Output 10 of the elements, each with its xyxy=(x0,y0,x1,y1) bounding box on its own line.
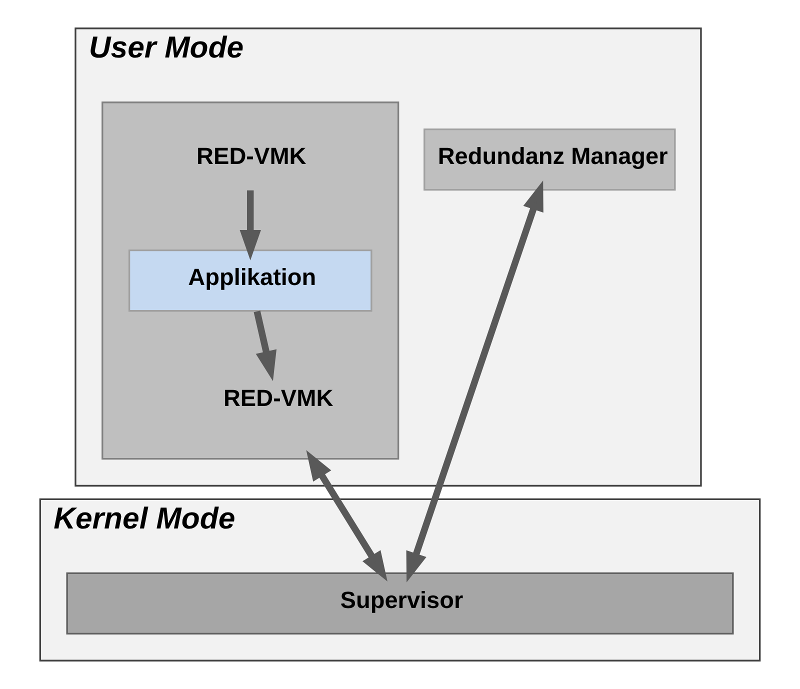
node-text: RED-VMK xyxy=(196,143,306,170)
cluster xyxy=(102,102,400,460)
node-text: RED-VMK xyxy=(223,385,334,412)
arrow xyxy=(254,310,277,382)
node-box: Supervisor xyxy=(66,572,734,635)
node-box: Redundanz Manager xyxy=(424,128,676,191)
arrow xyxy=(306,450,388,582)
arrow xyxy=(240,190,261,260)
node-box: Applikation xyxy=(128,250,372,312)
arrow xyxy=(406,180,544,582)
